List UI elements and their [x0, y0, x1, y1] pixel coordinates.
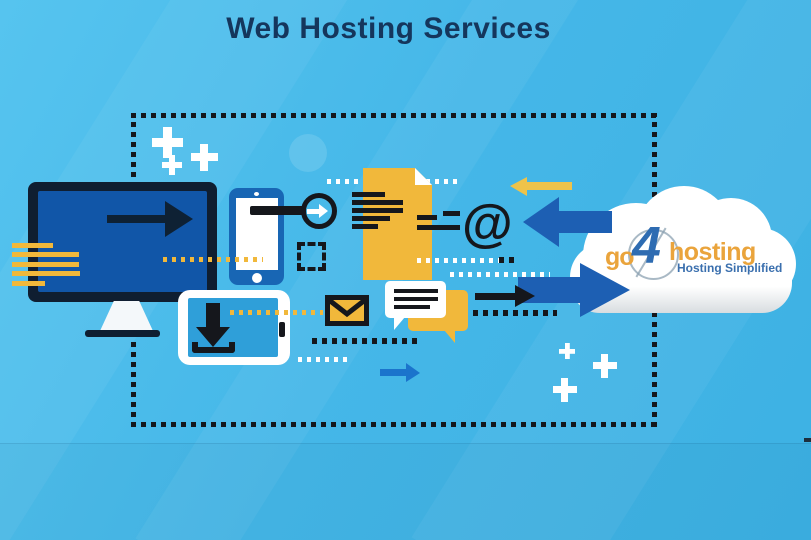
magnifier-ring — [301, 193, 337, 229]
right-arrow-icon — [107, 201, 193, 237]
dotted-line — [230, 310, 323, 315]
logo-text-four: 4 — [632, 217, 661, 275]
glow-circle — [289, 134, 327, 172]
dotted-line — [312, 338, 420, 344]
phone-home-button — [252, 273, 262, 283]
envelope-icon — [325, 295, 369, 326]
right-arrow-icon — [307, 204, 329, 218]
download-tray — [192, 342, 235, 353]
logo-orbit-circle — [628, 229, 679, 280]
monitor-base — [85, 330, 160, 337]
floor-tick — [804, 438, 811, 442]
plus-icon — [593, 354, 617, 378]
big-left-arrow-icon — [523, 197, 612, 247]
dotted-line — [499, 257, 517, 263]
plus-icon — [162, 155, 182, 175]
plus-icon — [559, 343, 575, 359]
at-symbol: @ — [462, 195, 513, 253]
dotted-line — [450, 272, 550, 277]
phone-camera-dot — [254, 192, 259, 196]
right-arrow-icon — [475, 285, 535, 307]
dotted-line — [163, 257, 263, 262]
left-arrow-icon — [510, 177, 572, 196]
plus-icon — [553, 378, 577, 402]
tablet-icon — [178, 290, 290, 365]
dotted-line — [298, 357, 348, 362]
small-right-arrow-icon — [380, 363, 420, 382]
dotted-line — [453, 310, 557, 316]
page-title: Web Hosting Services — [226, 12, 551, 45]
plus-icon — [191, 144, 218, 171]
floor-line — [0, 443, 811, 444]
dotted-line — [417, 258, 499, 263]
tablet-side-button — [279, 322, 285, 337]
smartphone-icon — [229, 188, 284, 285]
logo-text-hosting: hosting — [669, 238, 756, 266]
selection-box-icon — [297, 242, 326, 271]
magnifier-handle — [250, 206, 304, 215]
plus-icon — [152, 127, 183, 158]
floor-shade — [0, 444, 811, 540]
speech-bubble-tail — [394, 317, 405, 330]
logo-tagline: Hosting Simplified — [677, 261, 783, 275]
speech-bubble-tail — [444, 330, 455, 343]
download-arrow-icon — [196, 303, 230, 347]
